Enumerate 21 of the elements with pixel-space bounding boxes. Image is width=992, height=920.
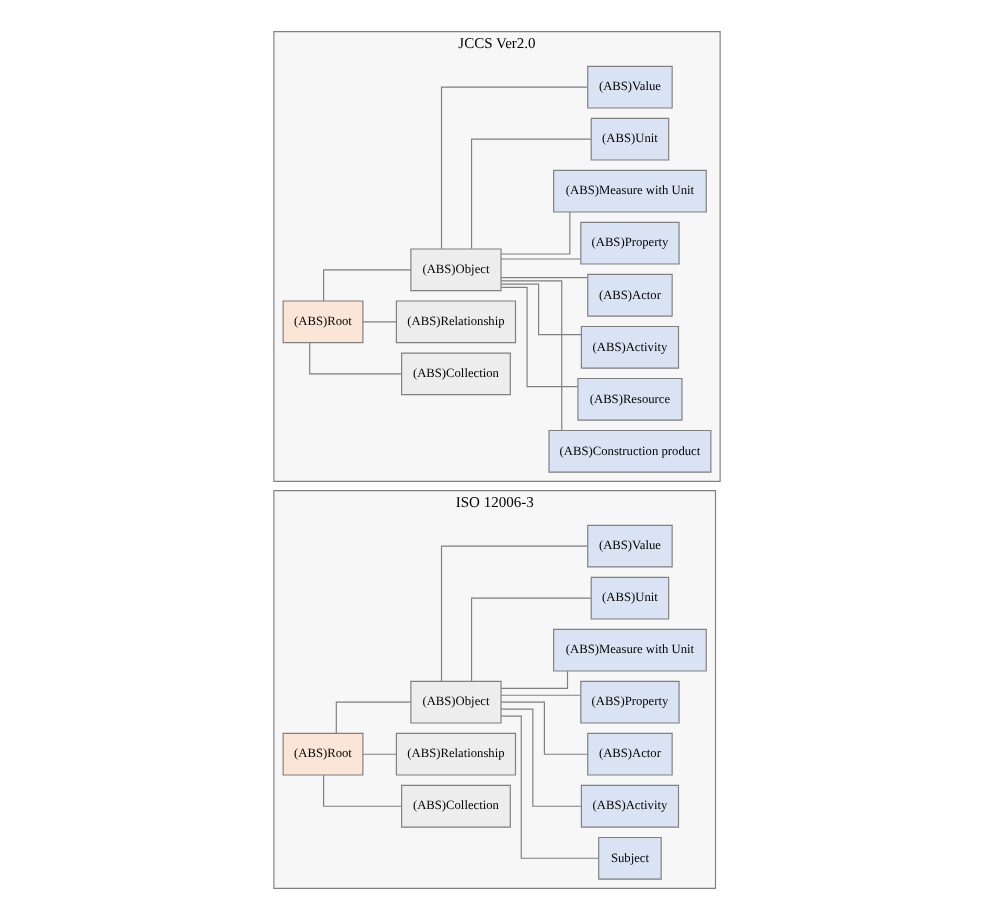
connector bbox=[499, 694, 581, 696]
connector bbox=[499, 701, 588, 755]
connector bbox=[499, 280, 562, 431]
connector bbox=[470, 138, 591, 250]
connector bbox=[499, 708, 581, 807]
connector bbox=[499, 715, 599, 859]
connector bbox=[439, 86, 588, 250]
connector bbox=[308, 342, 402, 375]
connector bbox=[499, 258, 581, 260]
connector bbox=[499, 277, 588, 279]
connector bbox=[439, 545, 588, 682]
connector bbox=[361, 753, 396, 755]
connector bbox=[499, 283, 581, 336]
connector bbox=[322, 269, 411, 302]
connector bbox=[322, 774, 401, 807]
connector bbox=[499, 286, 578, 388]
connector bbox=[470, 597, 591, 682]
connector bbox=[334, 701, 411, 734]
connector bbox=[499, 211, 570, 255]
connector bbox=[499, 670, 568, 689]
connector bbox=[361, 321, 396, 323]
